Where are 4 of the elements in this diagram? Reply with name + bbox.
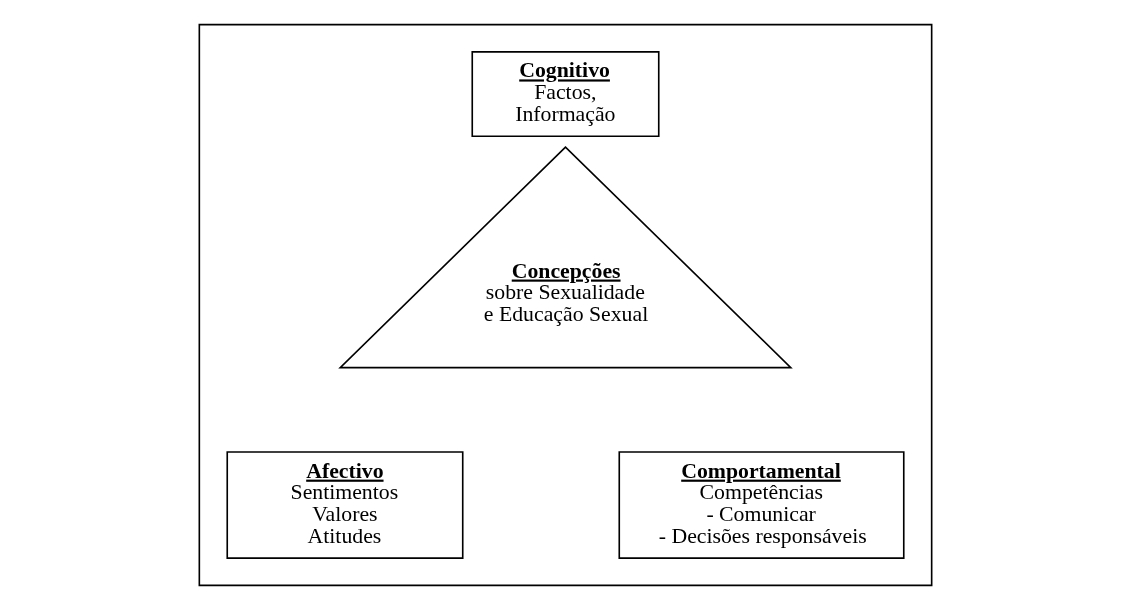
node-box: Cognitivo Factos, Informação [471,51,660,138]
node-box: Afectivo Sentimentos Valores Atitudes [226,451,464,559]
cluster [198,23,933,587]
node-box: Comportamental Competências - Comunicar - Decisões responsáveis [618,451,905,559]
